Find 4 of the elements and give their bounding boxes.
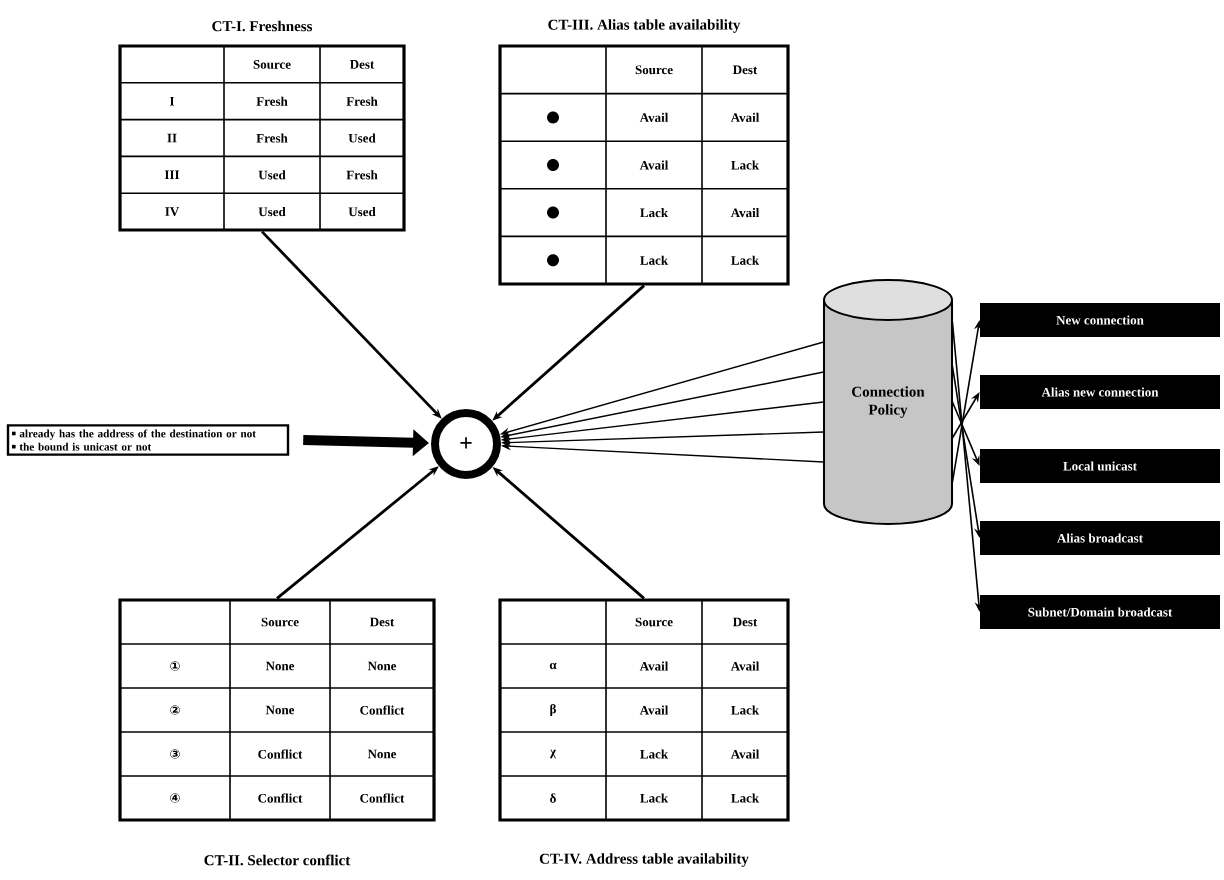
table: [498, 19, 790, 286]
table: [498, 598, 790, 867]
table: [118, 598, 436, 866]
table: [118, 20, 406, 232]
